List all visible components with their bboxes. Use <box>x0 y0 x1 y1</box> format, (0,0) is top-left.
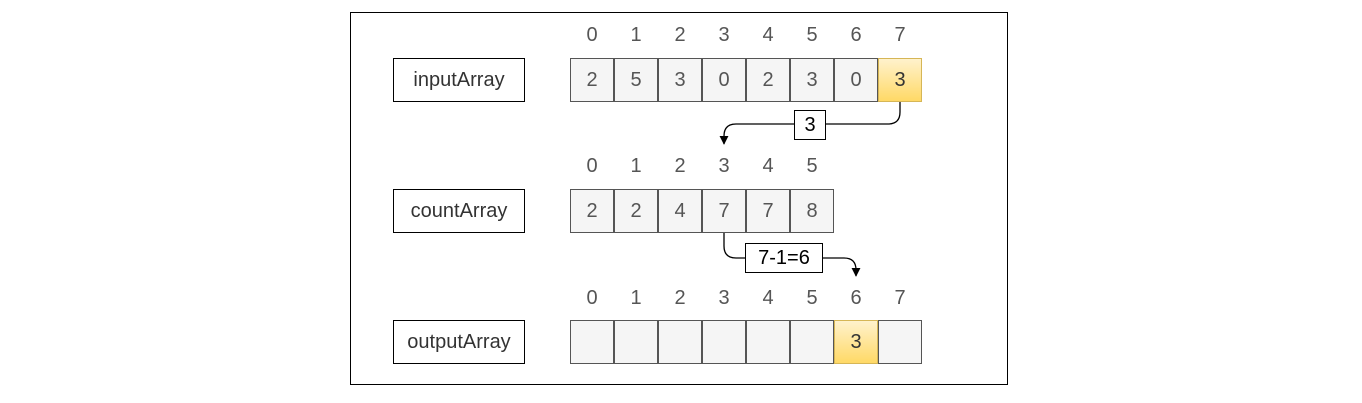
count-array-label: countArray <box>393 189 525 233</box>
count-array-index-label: 3 <box>718 155 730 177</box>
output-array-cell: 3 <box>834 320 878 364</box>
output-array-cell <box>570 320 614 364</box>
input-array-index-label: 5 <box>806 24 818 46</box>
output-array-cell <box>790 320 834 364</box>
input-array-label: inputArray <box>393 58 525 102</box>
output-array-label: outputArray <box>393 320 525 364</box>
input-array-cell: 2 <box>746 58 790 102</box>
output-array-index-label: 5 <box>806 287 818 309</box>
input-array-cell: 2 <box>570 58 614 102</box>
input-array-index-label: 4 <box>762 24 774 46</box>
count-array-index-label: 5 <box>806 155 818 177</box>
input-array-index-label: 3 <box>718 24 730 46</box>
input-array-index-label: 2 <box>674 24 686 46</box>
count-array-cell: 7 <box>746 189 790 233</box>
input-array-cell: 0 <box>834 58 878 102</box>
count-array-cell: 2 <box>570 189 614 233</box>
input-array-index-label: 1 <box>630 24 642 46</box>
input-array-cell: 3 <box>878 58 922 102</box>
output-array-cell <box>658 320 702 364</box>
output-array-cell <box>746 320 790 364</box>
output-array-index-label: 3 <box>718 287 730 309</box>
input-array-cell: 0 <box>702 58 746 102</box>
output-array-cell <box>702 320 746 364</box>
input-array-index-label: 6 <box>850 24 862 46</box>
step-lookup-note: 3 <box>794 110 826 140</box>
input-array-index-label: 7 <box>894 24 906 46</box>
count-array-cell: 2 <box>614 189 658 233</box>
count-array-cell: 4 <box>658 189 702 233</box>
output-array-index-label: 6 <box>850 287 862 309</box>
output-array-index-label: 1 <box>630 287 642 309</box>
input-array-index-label: 0 <box>586 24 598 46</box>
output-array-cell <box>614 320 658 364</box>
output-array-index-label: 7 <box>894 287 906 309</box>
output-array-index-label: 0 <box>586 287 598 309</box>
count-array-index-label: 2 <box>674 155 686 177</box>
output-array-index-label: 2 <box>674 287 686 309</box>
input-array-cell: 3 <box>658 58 702 102</box>
count-array-index-label: 4 <box>762 155 774 177</box>
count-array-cell: 8 <box>790 189 834 233</box>
diagram-frame <box>350 12 1008 385</box>
count-array-index-label: 1 <box>630 155 642 177</box>
count-array-cell: 7 <box>702 189 746 233</box>
step-decrement-note: 7-1=6 <box>745 243 823 273</box>
output-array-cell <box>878 320 922 364</box>
input-array-cell: 3 <box>790 58 834 102</box>
count-array-index-label: 0 <box>586 155 598 177</box>
output-array-index-label: 4 <box>762 287 774 309</box>
input-array-cell: 5 <box>614 58 658 102</box>
